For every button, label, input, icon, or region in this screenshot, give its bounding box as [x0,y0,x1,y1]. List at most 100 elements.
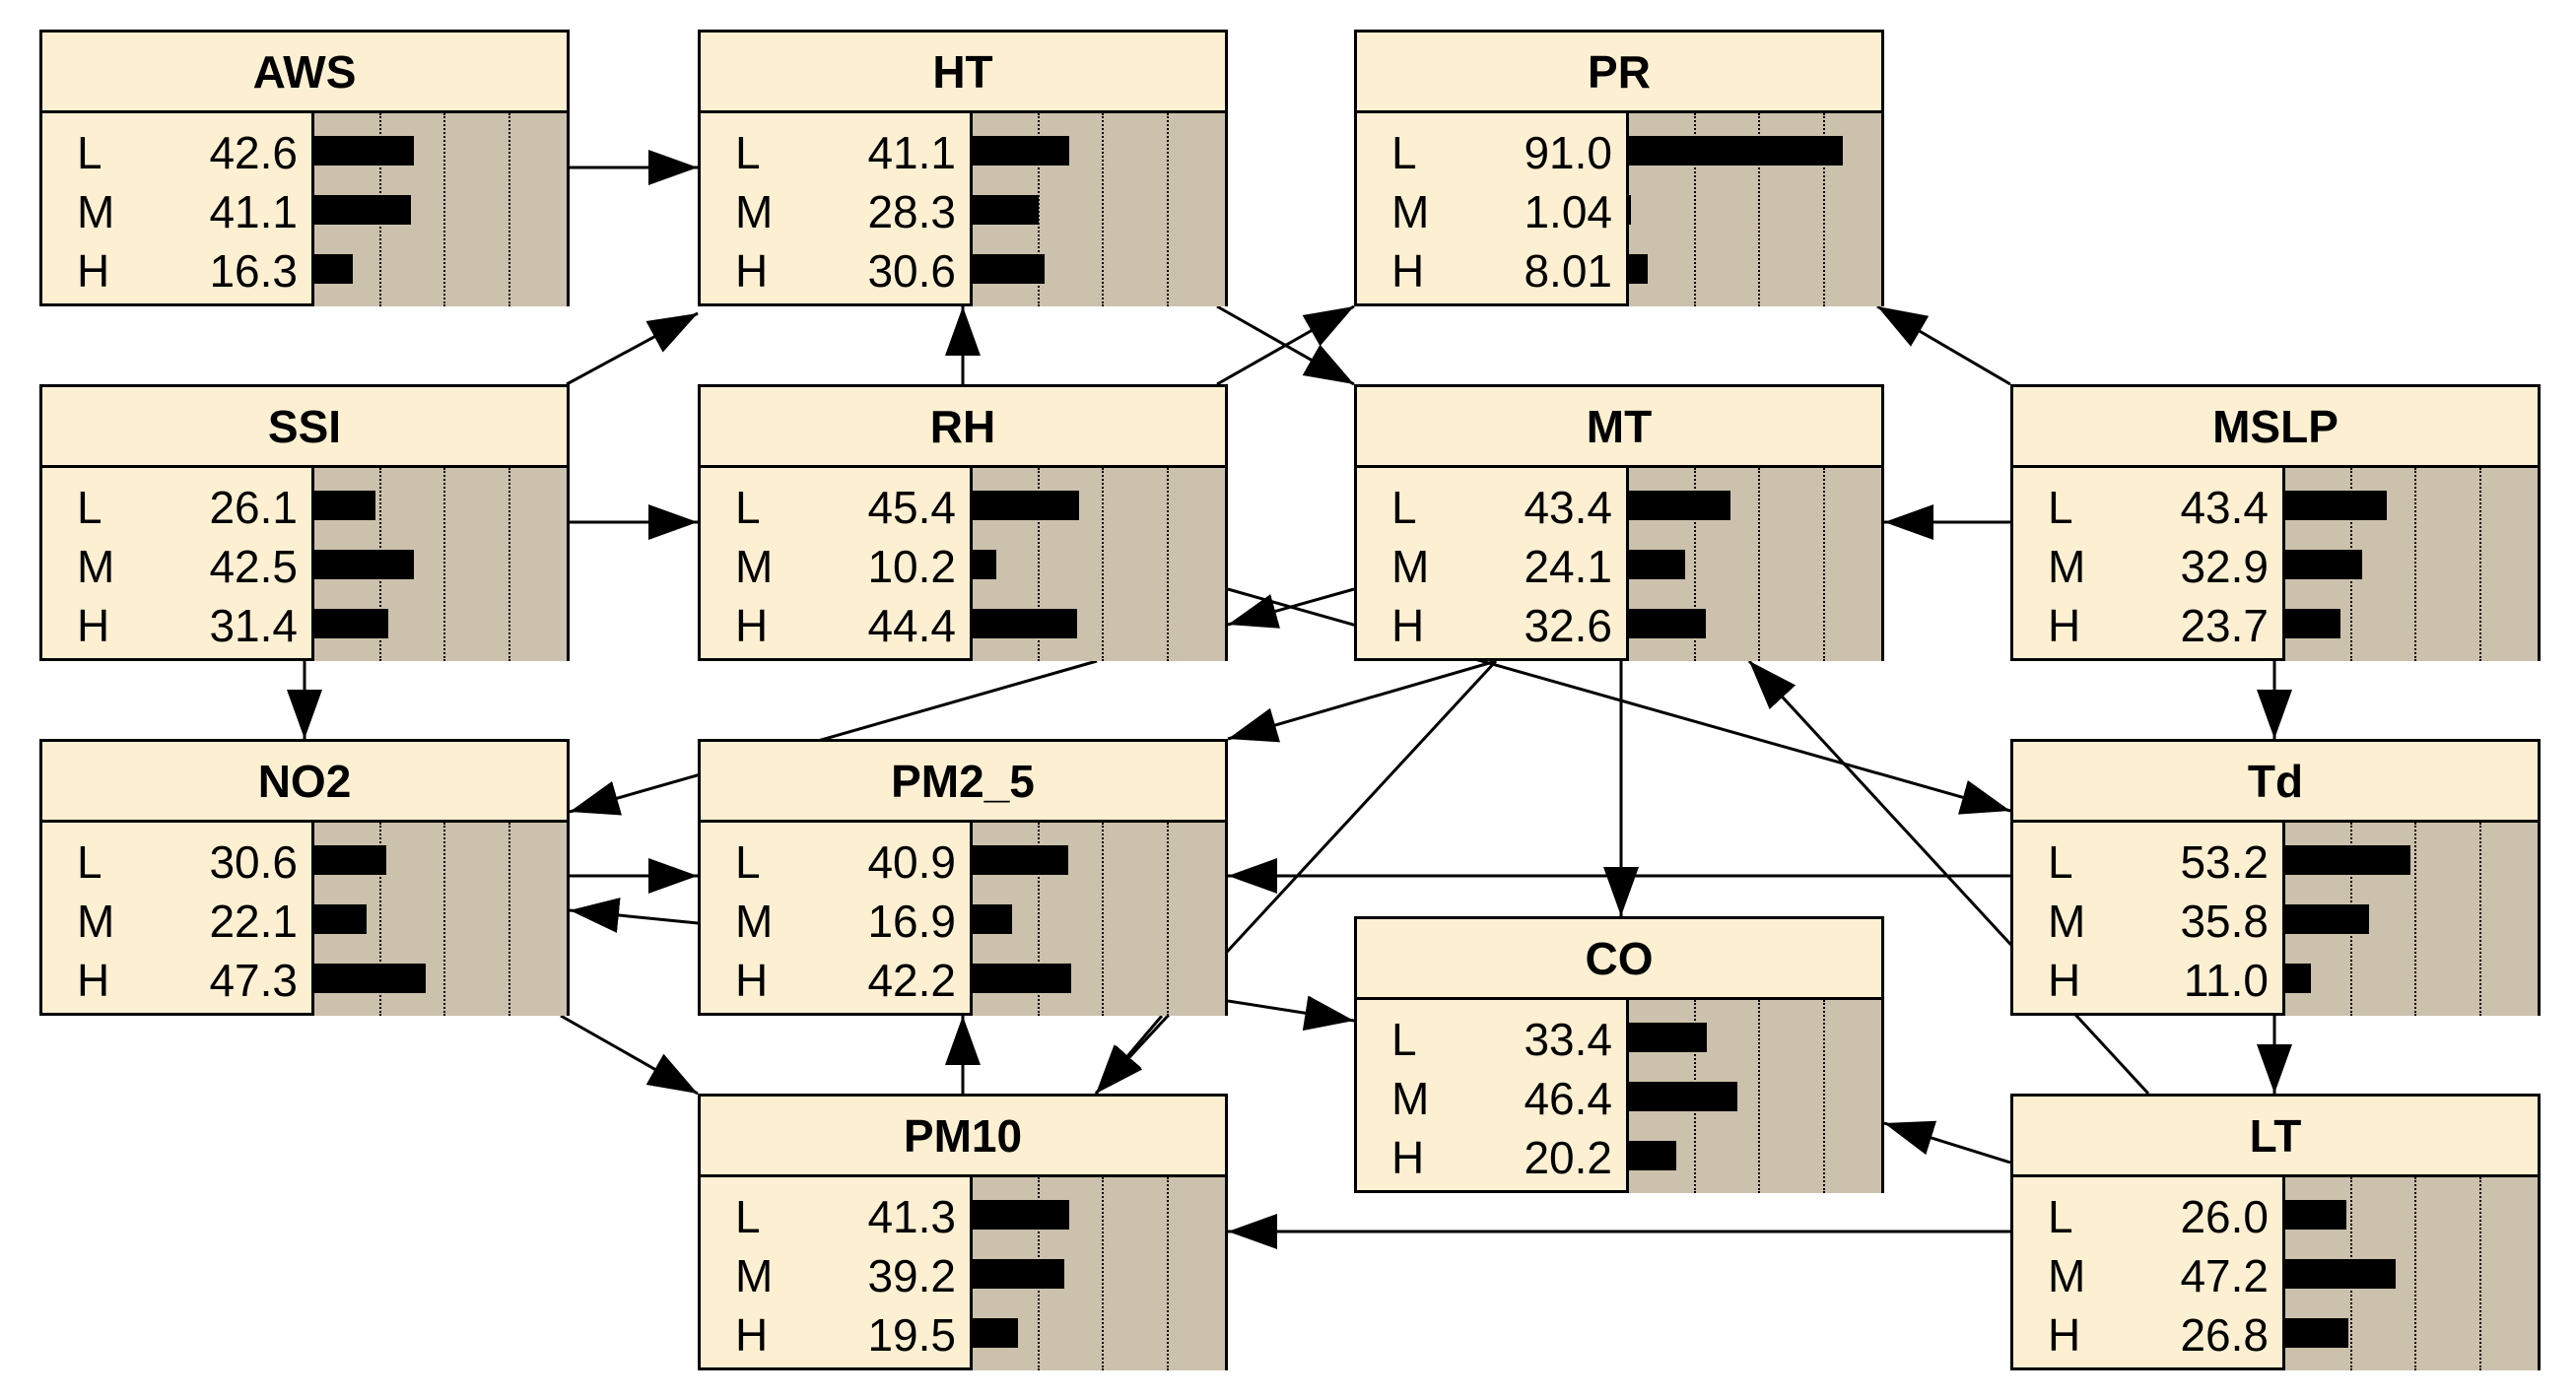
gridline-rh-3 [1167,468,1169,661]
belief-bar-rh-m [973,550,996,579]
state-label: M [2048,896,2086,947]
state-label: H [735,955,769,1006]
state-label: H [2048,600,2081,651]
belief-bar-ht-m [973,195,1039,225]
belief-bar-panel-ht [970,113,1225,306]
belief-bar-pm10-l [973,1200,1069,1230]
state-value: 53.2 [2180,836,2269,888]
state-value: 26.0 [2180,1191,2269,1242]
state-label: M [2048,1250,2086,1301]
gridline-no2-1 [379,823,381,1016]
belief-bar-pr-h [1629,254,1648,284]
belief-bar-lt-l [2285,1200,2346,1230]
edge-mt-to-rh [1227,587,1355,629]
state-label: L [77,482,102,533]
belief-bar-aws-h [314,254,353,284]
state-label: L [1391,127,1417,178]
state-label: M [735,541,774,592]
belief-bar-panel-co [1626,1000,1881,1193]
state-label: L [735,836,761,888]
state-value: 32.9 [2180,541,2269,592]
node-title-aws: AWS [42,33,567,113]
belief-bar-mt-l [1629,491,1730,520]
node-title-td: Td [2013,742,2538,823]
belief-bar-pm2-5-l [973,845,1068,875]
state-value: 23.7 [2180,600,2269,651]
state-value: 42.6 [209,127,298,178]
belief-bar-rh-l [973,491,1079,520]
gridline-mt-2 [1758,468,1760,661]
gridline-aws-2 [443,113,445,306]
state-label: M [77,541,115,592]
node-title-ssi: SSI [42,387,567,468]
belief-bar-pm2-5-h [973,964,1071,993]
state-value: 46.4 [1524,1073,1612,1124]
state-value: 8.01 [1524,245,1612,297]
belief-bar-ssi-h [314,609,388,638]
state-label: L [77,127,102,178]
state-label: L [735,127,761,178]
belief-bar-pm2-5-m [973,904,1012,934]
state-value: 1.04 [1524,186,1612,237]
state-value: 26.8 [2180,1309,2269,1361]
edge-ssi-to-ht [566,311,699,386]
edge-lt-to-mt [1747,659,2150,1096]
node-title-lt: LT [2013,1097,2538,1177]
belief-bar-rh-h [973,609,1077,638]
state-label: H [2048,955,2081,1006]
belief-bar-panel-mslp [2282,468,2538,661]
belief-bar-panel-mt [1626,468,1881,661]
belief-bar-pm10-h [973,1318,1018,1348]
state-label: H [2048,1309,2081,1361]
gridline-aws-3 [508,113,510,306]
gridline-pr-2 [1758,113,1760,306]
belief-bar-ht-h [973,254,1045,284]
node-title-pm2-5: PM2_5 [701,742,1225,823]
state-value: 41.3 [867,1191,956,1242]
edge-pm2_5-to-no2 [569,898,699,933]
belief-bar-panel-td [2282,823,2538,1016]
gridline-rh-1 [1038,468,1040,661]
edge-lt-to-co [1883,1120,2011,1165]
state-value: 30.6 [867,245,956,297]
gridline-mt-1 [1694,468,1696,661]
belief-bar-co-l [1629,1023,1707,1052]
belief-bar-td-l [2285,845,2410,875]
state-label: M [1391,186,1430,237]
belief-bar-aws-m [314,195,411,225]
